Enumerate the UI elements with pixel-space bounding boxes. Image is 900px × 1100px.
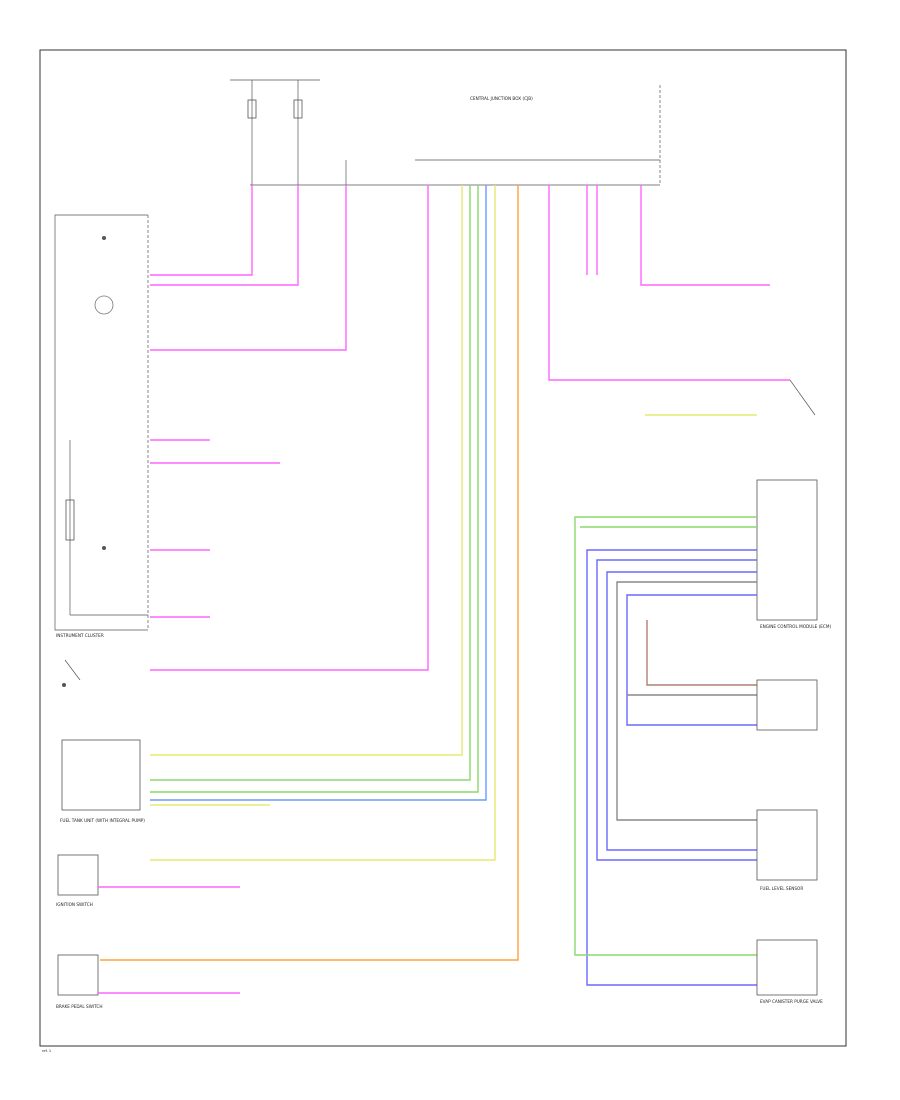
signal-bundle <box>100 185 519 961</box>
top-power-section <box>230 79 661 186</box>
pink-wires <box>150 185 790 671</box>
diagram-frame <box>39 49 847 1047</box>
ground-icon <box>62 683 66 687</box>
warning-lamp-icon <box>102 546 106 550</box>
fuel-pump-label: FUEL TANK UNIT (WITH INTEGRAL PUMP) <box>60 818 145 823</box>
ecm-label: ENGINE CONTROL MODULE (ECM) <box>760 624 831 629</box>
bottom-left-components: FUEL TANK UNIT (WITH INTEGRAL PUMP) IGNI… <box>56 659 240 1009</box>
evap-label: EVAP CANISTER PURGE VALVE <box>760 999 823 1004</box>
ignition-switch-label: IGNITION SWITCH <box>56 902 93 907</box>
fuel-pump-box <box>61 739 141 811</box>
ecm-box <box>756 479 818 621</box>
engine-control-module: ENGINE CONTROL MODULE (ECM) <box>574 479 831 986</box>
ignition-switch-box <box>57 854 99 896</box>
gauge-icon <box>94 295 114 315</box>
instrument-cluster-label: INSTRUMENT CLUSTER <box>56 633 104 638</box>
cjb-label: CENTRAL JUNCTION BOX (CJB) <box>470 96 533 101</box>
instrument-cluster: INSTRUMENT CLUSTER <box>54 214 149 638</box>
fuel-level-label: FUEL LEVEL SENSOR <box>760 886 803 891</box>
page-ref-label: ref. 1 <box>42 1049 51 1053</box>
right-components: FUEL LEVEL SENSOR EVAP CANISTER PURGE VA… <box>645 379 823 1004</box>
brake-switch-label: BRAKE PEDAL SWITCH <box>56 1004 102 1009</box>
lamp-icon <box>102 236 106 240</box>
brake-switch-box <box>57 954 99 996</box>
